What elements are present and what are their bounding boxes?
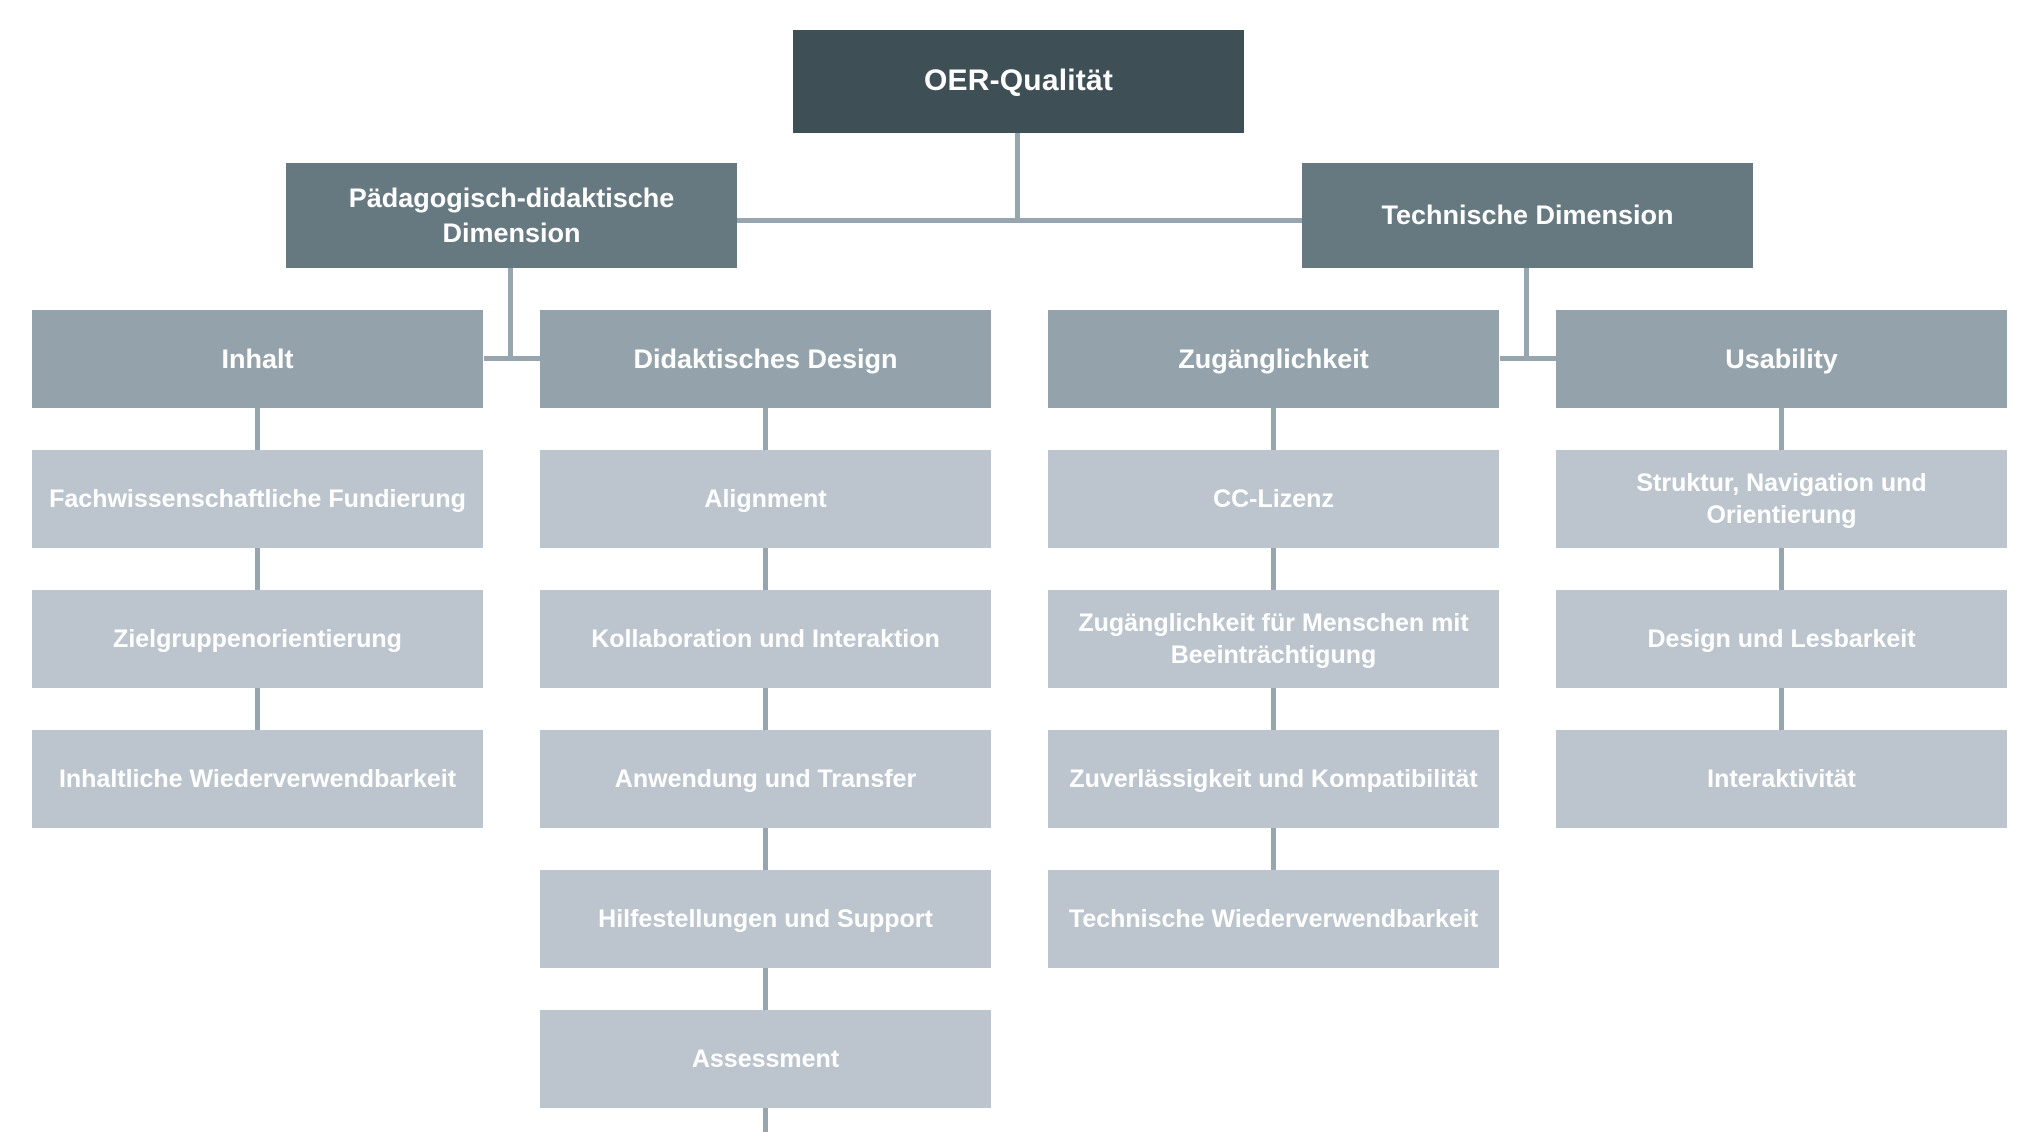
criterion-node[interactable]: CC-Lizenz	[1048, 450, 1499, 548]
criterion-node[interactable]: Interaktivität	[1556, 730, 2007, 828]
criterion-node-label: Alignment	[704, 485, 827, 513]
criterion-node[interactable]: Zugänglichkeit für Menschen mit Beeinträ…	[1048, 590, 1499, 688]
criterion-node-label: Zielgruppenorientierung	[113, 625, 402, 653]
root-node-oer-qualitaet[interactable]: OER-Qualität	[793, 30, 1244, 133]
category-node-inhalt[interactable]: Inhalt	[32, 310, 483, 408]
criterion-node-label: Zuverlässigkeit und Kompatibilität	[1069, 765, 1478, 793]
criterion-node-label: Design und Lesbarkeit	[1647, 625, 1916, 653]
criterion-node[interactable]: Assessment	[540, 1010, 991, 1108]
criterion-node-label: CC-Lizenz	[1213, 485, 1334, 513]
criterion-node[interactable]: Struktur, Navigation und Orientierung	[1556, 450, 2007, 548]
criterion-node[interactable]: Design und Lesbarkeit	[1556, 590, 2007, 688]
category-node-label: Didaktisches Design	[633, 343, 898, 374]
criterion-node[interactable]: Fachwissenschaftliche Fundierung	[32, 450, 483, 548]
criterion-node-label: Kollaboration und Interaktion	[591, 625, 940, 653]
category-node-usability[interactable]: Usability	[1556, 310, 2007, 408]
category-node-label: Zugänglichkeit	[1178, 343, 1369, 374]
criterion-node-label: Hilfestellungen und Support	[598, 905, 933, 933]
criterion-node[interactable]: Hilfestellungen und Support	[540, 870, 991, 968]
connector-rail-inhalt	[255, 408, 260, 732]
category-node-didaktisches-design[interactable]: Didaktisches Design	[540, 310, 991, 408]
connector-dimension-left-spine	[484, 356, 542, 361]
root-node-label: OER-Qualität	[923, 64, 1114, 98]
criterion-node-label: Anwendung und Transfer	[614, 765, 917, 793]
criterion-node[interactable]: Inhaltliche Wiederverwendbarkeit	[32, 730, 483, 828]
connector-root-spine	[737, 218, 1302, 223]
connector-dimension-right-stem	[1524, 268, 1529, 360]
criterion-node-label: Fachwissenschaftliche Fundierung	[49, 485, 466, 513]
connector-dimension-right-spine	[1500, 356, 1558, 361]
criterion-node[interactable]: Zielgruppenorientierung	[32, 590, 483, 688]
criterion-node-label: Struktur, Navigation und Orientierung	[1636, 469, 1927, 529]
connector-root-stem	[1015, 133, 1020, 221]
dimension-node-label: Pädagogisch-didaktische Dimension	[348, 182, 675, 248]
connector-dimension-left-stem	[508, 268, 513, 360]
criterion-node[interactable]: Zuverlässigkeit und Kompatibilität	[1048, 730, 1499, 828]
category-node-label: Usability	[1725, 343, 1838, 374]
category-node-label: Inhalt	[221, 343, 294, 374]
criterion-node-label: Technische Wiederverwendbarkeit	[1068, 905, 1479, 933]
dimension-node-paedagogisch-didaktisch[interactable]: Pädagogisch-didaktische Dimension	[286, 163, 737, 268]
connector-rail-usability	[1779, 408, 1784, 732]
criterion-node[interactable]: Technische Wiederverwendbarkeit	[1048, 870, 1499, 968]
dimension-node-technisch[interactable]: Technische Dimension	[1302, 163, 1753, 268]
criterion-node[interactable]: Kollaboration und Interaktion	[540, 590, 991, 688]
criterion-node-label: Interaktivität	[1707, 765, 1856, 793]
criterion-node-label: Assessment	[691, 1045, 840, 1073]
category-node-zugaenglichkeit[interactable]: Zugänglichkeit	[1048, 310, 1499, 408]
dimension-node-label: Technische Dimension	[1381, 200, 1674, 231]
criterion-node[interactable]: Anwendung und Transfer	[540, 730, 991, 828]
criterion-node-label: Zugänglichkeit für Menschen mit Beeinträ…	[1078, 609, 1469, 669]
criterion-node[interactable]: Alignment	[540, 450, 991, 548]
criterion-node-label: Inhaltliche Wiederverwendbarkeit	[58, 765, 457, 793]
